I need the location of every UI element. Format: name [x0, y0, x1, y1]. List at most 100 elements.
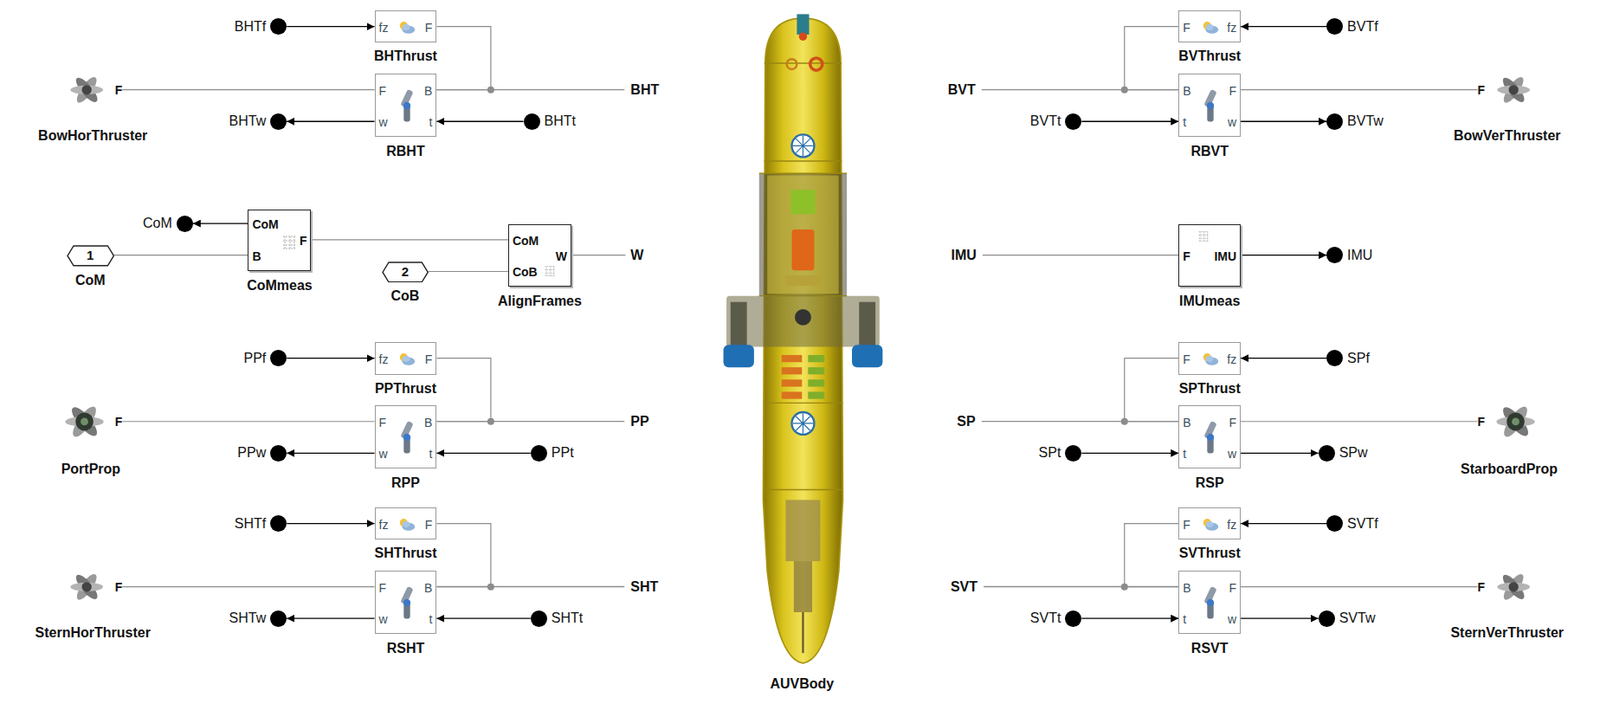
simulink-block: CoMBFCoMmeas — [247, 209, 311, 272]
port-dot — [270, 349, 287, 367]
block-name: StarboardProp — [1460, 460, 1558, 478]
port-label: CoM — [512, 233, 539, 248]
port-dot — [1326, 18, 1343, 35]
signal-label: BHTw — [229, 112, 267, 130]
graphic-part — [792, 229, 815, 271]
physical-connection — [122, 420, 375, 422]
port-dot — [176, 215, 194, 233]
graphic-part — [1206, 599, 1214, 607]
simulink-block: FfzSVThrust — [1178, 507, 1241, 541]
physical-connection — [1240, 89, 1478, 91]
signal-line — [436, 121, 523, 123]
port-label: w — [379, 612, 388, 626]
graphic-part — [807, 379, 825, 387]
signal-label: BVTw — [1347, 112, 1384, 130]
port-label: F — [425, 517, 433, 532]
graphic-part — [807, 354, 825, 362]
signal-line — [1081, 618, 1179, 620]
port-dot — [1318, 445, 1336, 462]
port-label: B — [424, 415, 433, 430]
port-label: F — [115, 579, 123, 595]
graphic-part — [571, 254, 626, 256]
signal-label: SHTf — [234, 515, 266, 533]
port-label: B — [1182, 83, 1191, 98]
graphic-part — [82, 581, 92, 592]
port-label: fz — [379, 20, 389, 35]
block-name: SPThrust — [1179, 380, 1241, 398]
port-label: F — [1477, 579, 1486, 595]
graphic-part — [759, 173, 847, 296]
graphic-part — [401, 521, 410, 528]
port-label: fz — [1226, 352, 1237, 367]
graphic-part — [544, 266, 555, 277]
block-name: CoMmeas — [246, 277, 313, 295]
port-label: B — [424, 83, 433, 98]
graphic-part — [793, 135, 814, 157]
signal-line — [286, 522, 375, 524]
propeller-icon — [1490, 399, 1542, 445]
connection-label: SHT — [630, 578, 659, 596]
graphic-part — [764, 62, 843, 64]
signal-line — [1081, 452, 1179, 454]
graphic-part — [759, 173, 847, 175]
signal-port: BVTt — [1030, 112, 1083, 130]
graphic-part — [810, 58, 823, 71]
graphic-part — [70, 582, 104, 592]
graphic-part — [794, 309, 812, 326]
graphic-part — [80, 417, 89, 426]
thrust-icon — [397, 516, 417, 532]
graphic-part — [1496, 416, 1535, 427]
port-label: B — [251, 249, 261, 264]
connection-label: PP — [630, 412, 649, 431]
physical-connection — [1124, 523, 1179, 588]
sensor-icon — [1196, 230, 1211, 243]
signal-port: BHTw — [229, 112, 288, 130]
simulink-block: FBwtRPP — [374, 405, 438, 469]
signal-line — [286, 121, 375, 123]
port-label: F — [299, 233, 308, 248]
graphic-part — [793, 412, 814, 434]
signal-line — [1081, 121, 1179, 123]
signal-label: SHTw — [229, 609, 267, 627]
signal-port: SHTt — [530, 609, 583, 627]
simulink-block: BFtwRBVT — [1178, 73, 1241, 137]
graphic-part — [793, 561, 813, 613]
connection-label: SVT — [950, 578, 978, 596]
physical-connection — [428, 270, 509, 272]
graphic-part — [851, 344, 883, 368]
port-label: B — [424, 580, 433, 595]
port-label: F — [1229, 415, 1238, 430]
signal-label: PPf — [243, 349, 266, 368]
signal-label: SVTw — [1339, 609, 1376, 627]
physical-connection — [310, 238, 508, 240]
port-label: B — [1182, 415, 1191, 430]
signal-label: BHTf — [234, 18, 266, 36]
signal-line — [436, 618, 530, 620]
graphic-part — [544, 266, 555, 277]
signal-label: SPt — [1038, 444, 1062, 462]
graphic-part — [759, 63, 847, 491]
signal-port: SVTt — [1030, 609, 1083, 627]
graphic-part — [801, 612, 804, 653]
port-label: fz — [1226, 517, 1237, 532]
graphic-part — [807, 392, 825, 400]
port-dot — [1064, 610, 1082, 627]
graphic-part — [401, 355, 410, 362]
auv-body: AUVBody — [720, 12, 884, 665]
revolute-icon — [1200, 584, 1221, 621]
port-label: F — [1477, 82, 1486, 98]
graphic-part — [726, 296, 880, 348]
graphic-part — [781, 392, 803, 400]
graphic-part — [283, 236, 296, 249]
simulink-block: BFtwRSP — [1178, 405, 1241, 469]
block-name: SternVerThruster — [1450, 624, 1564, 642]
simulink-block: BFtwRSVT — [1178, 570, 1241, 634]
block-name: IMUmeas — [1179, 292, 1240, 310]
port-dot — [270, 515, 287, 532]
graphic-part — [70, 85, 104, 95]
port-dot — [530, 445, 548, 462]
thruster-icon: FSternHorThruster — [63, 570, 123, 604]
signal-label: SVTf — [1347, 515, 1379, 533]
graphic-part — [723, 344, 755, 368]
